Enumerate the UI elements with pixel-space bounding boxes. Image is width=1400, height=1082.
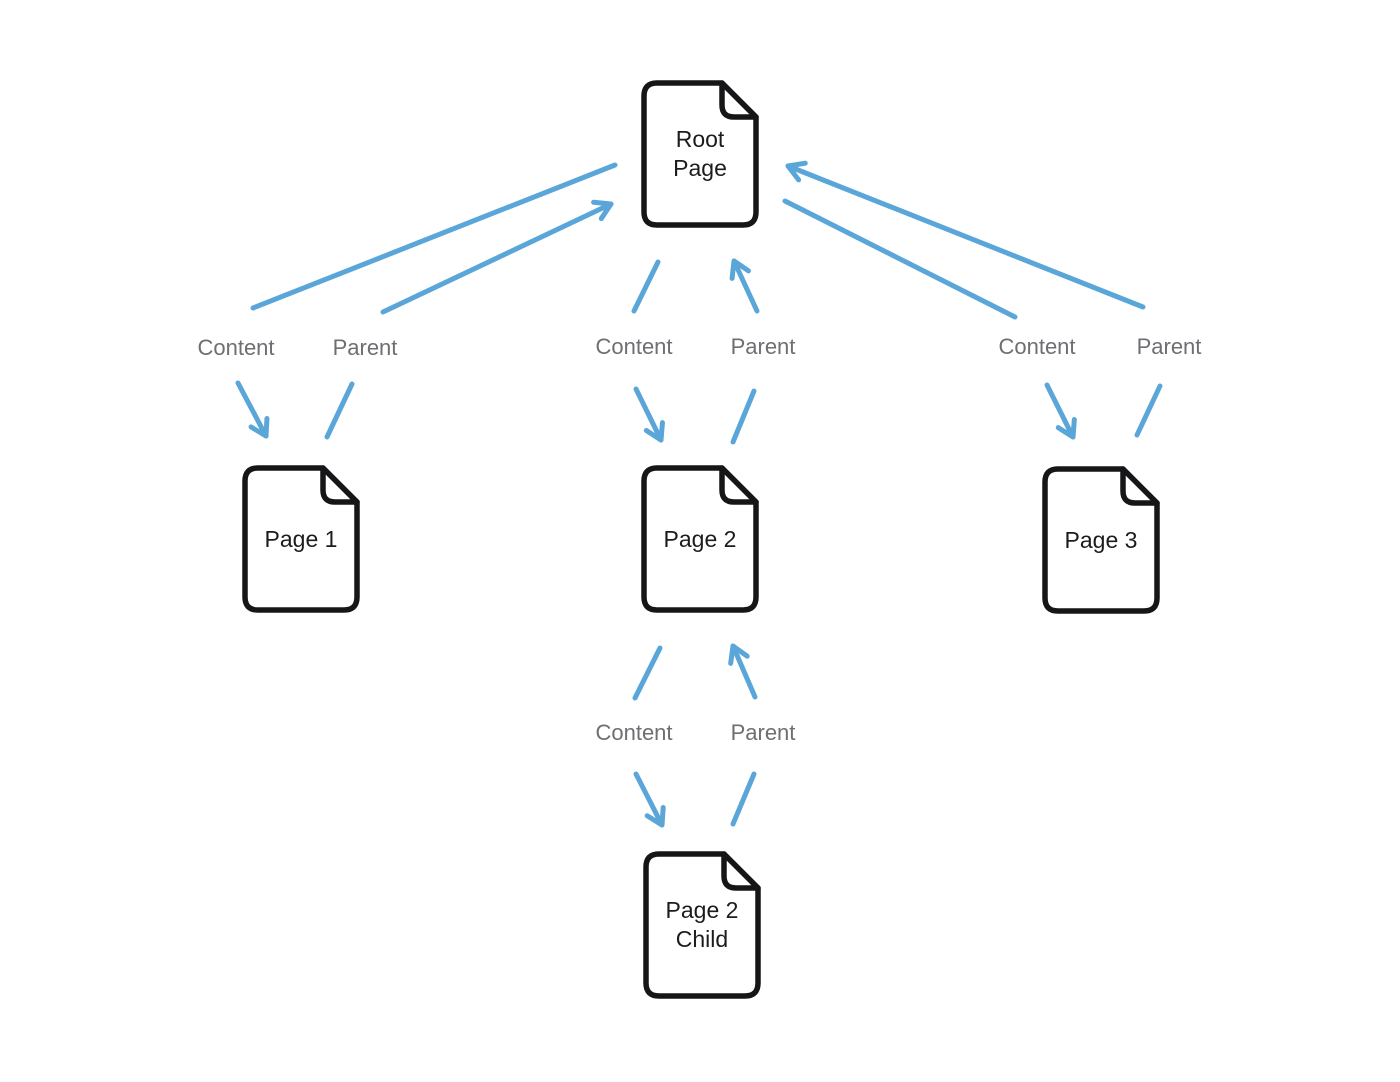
- edge-label-content-page2-child: Content: [595, 720, 673, 745]
- content-edge-page2-to-child-upper: [632, 645, 663, 701]
- document-icon: [643, 851, 761, 999]
- parent-edge-page2-lower: [730, 388, 757, 445]
- edge-label-content-root-page3: Content: [998, 334, 1076, 359]
- edge-label-parent-root-page3: Parent: [1136, 334, 1202, 359]
- parent-edge-child-lower: [730, 771, 757, 827]
- content-edge-root-to-page2-upper: [631, 259, 661, 314]
- node-label-page-2-child: Page 2 Child: [665, 897, 739, 952]
- parent-arrow-child-to-page2: [728, 643, 758, 700]
- node-label-page-1: Page 1: [264, 525, 338, 552]
- node-page-1: Page 1: [242, 465, 360, 613]
- edge-label-content-root-page2: Content: [595, 334, 673, 359]
- node-page-2: Page 2: [641, 465, 759, 613]
- parent-edge-page1-lower: [324, 381, 355, 440]
- node-page-3: Page 3: [1042, 466, 1160, 614]
- parent-arrow-page1-to-root: [380, 199, 614, 315]
- parent-edge-page3-lower: [1134, 383, 1163, 438]
- node-root-page: Root Page: [641, 80, 759, 228]
- node-label-root-page: Root Page: [673, 126, 727, 181]
- content-arrow-to-page3-lower: [1044, 382, 1077, 440]
- content-edge-root-to-page1-upper: [250, 162, 618, 311]
- node-label-page-2: Page 2: [663, 525, 737, 552]
- document-icon: [1042, 466, 1160, 614]
- edge-label-parent-root-page1: Parent: [332, 335, 398, 360]
- content-edge-root-to-page3-upper: [782, 198, 1018, 320]
- node-label-page-3: Page 3: [1064, 526, 1138, 553]
- edge-label-parent-root-page2: Parent: [730, 334, 796, 359]
- content-arrow-to-child-lower: [633, 771, 666, 828]
- edge-label-parent-page2-child: Parent: [730, 720, 796, 745]
- document-icon: [641, 80, 759, 228]
- parent-arrow-page2-to-root: [729, 258, 760, 314]
- node-page-2-child: Page 2 Child: [643, 851, 761, 999]
- content-arrow-to-page1-lower: [235, 380, 270, 439]
- document-icon: [641, 465, 759, 613]
- document-icon: [242, 465, 360, 613]
- content-arrow-to-page2-lower: [633, 386, 665, 443]
- edge-label-content-root-page1: Content: [197, 335, 275, 360]
- parent-arrow-page3-to-root: [785, 160, 1146, 310]
